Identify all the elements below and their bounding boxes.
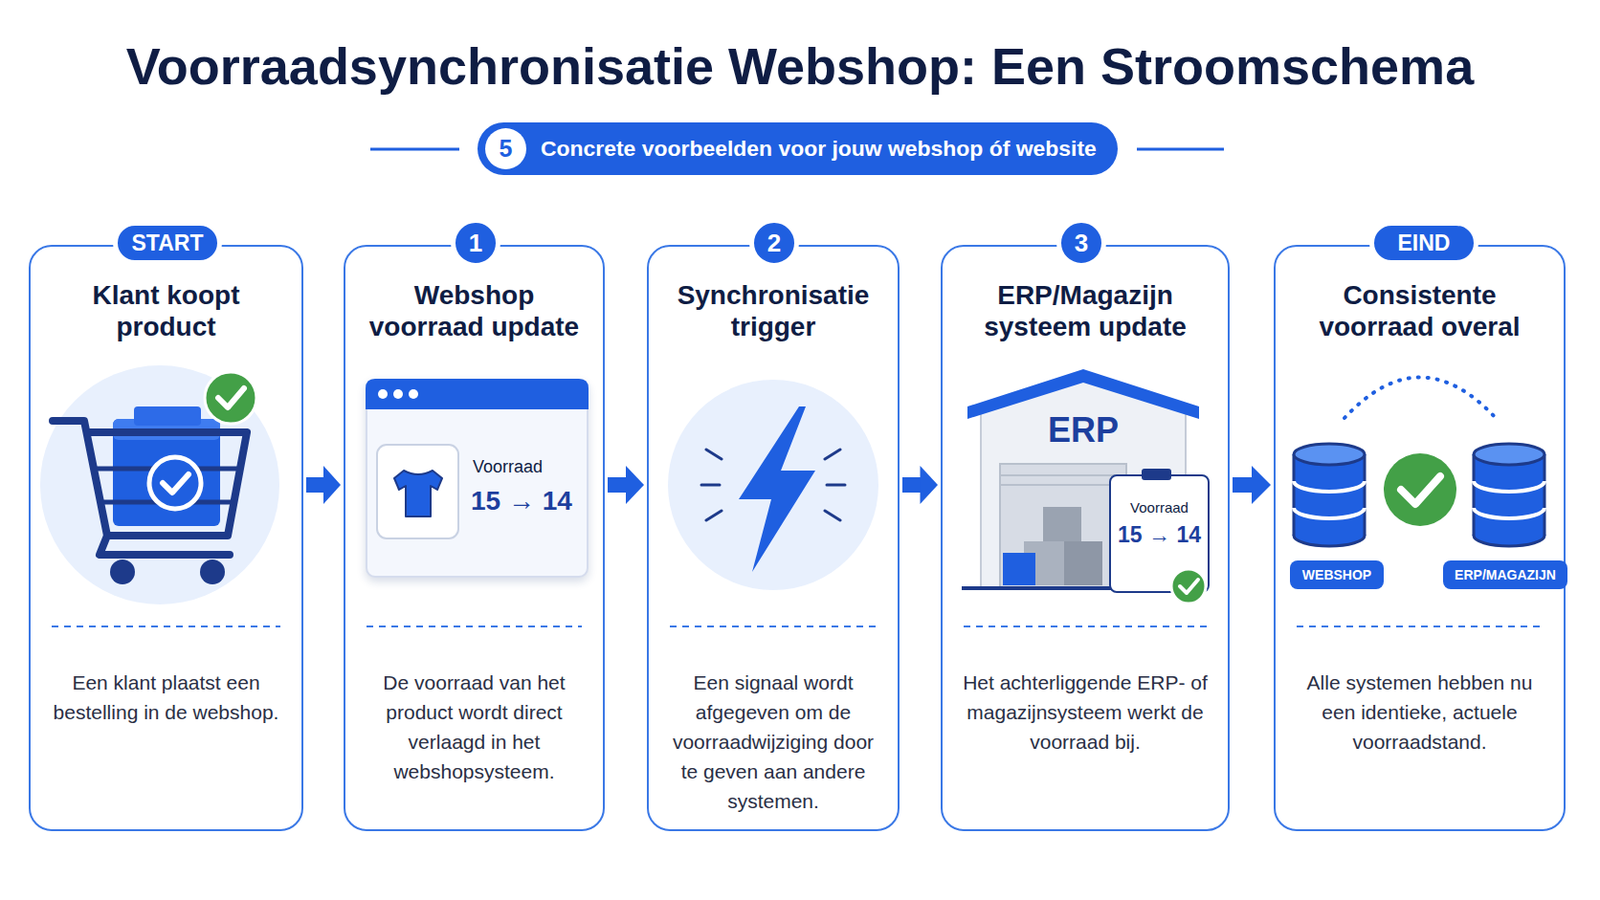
title: Voorraadsynchronisatie Webshop: Een Stro…	[0, 36, 1600, 96]
step-description: De voorraad van het product wordt direct…	[362, 667, 586, 787]
flow-arrow	[306, 466, 341, 505]
badge-text: 3	[1074, 228, 1089, 259]
rule-line	[370, 148, 460, 152]
flow-arrow	[1232, 466, 1271, 505]
system-tag-text: WEBSHOP	[1302, 567, 1372, 583]
step-number: 3	[1058, 220, 1105, 267]
step-card: Klant koopt productEen klant plaatst een…	[28, 244, 304, 832]
step-card: Synchronisatie triggerEen signaal wordt …	[646, 244, 900, 832]
stock-label: Voorraad	[1111, 499, 1208, 516]
subtitle-text: Concrete voorbeelden voor jouw webshop ó…	[540, 135, 1097, 162]
step-heading: Klant koopt product	[44, 279, 289, 343]
step-number: 1	[452, 220, 499, 267]
badge-text: 1	[468, 228, 483, 259]
rule-line	[1136, 148, 1224, 152]
step-card: Webshop voorraad update De voorraad van h…	[343, 244, 605, 832]
step-heading: Webshop voorraad update	[358, 279, 590, 343]
building-label: ERP	[987, 410, 1179, 451]
count-circle: 5	[485, 128, 527, 170]
stock-label: Voorraad	[472, 457, 543, 478]
step-number: 2	[751, 220, 798, 267]
cart-icon	[40, 365, 280, 605]
system-tag: ERP/MAGAZIJN	[1443, 560, 1568, 590]
stock-value: 15 → 14	[470, 486, 573, 517]
step-heading: Consistente voorraad overal	[1288, 279, 1551, 343]
database-icons	[1293, 377, 1545, 548]
subtitle-pill: Concrete voorbeelden voor jouw webshop ó…	[477, 122, 1118, 176]
step-description: Een signaal wordt afgegeven om de voorra…	[666, 667, 881, 817]
lightning-icon	[667, 379, 879, 591]
count-number: 5	[499, 134, 513, 163]
step-badge: START	[114, 222, 221, 264]
database-cylinder	[1293, 444, 1365, 547]
step-card: ERP/Magazijn systeem updateHet achterlig…	[940, 244, 1230, 832]
flow-arrow	[902, 466, 938, 505]
clipboard: Voorraad 15 → 14	[1109, 474, 1210, 594]
step-card: Consistente voorraad overalAlle systemen…	[1273, 244, 1566, 832]
step-description: Alle systemen hebben nu een identieke, a…	[1292, 667, 1547, 757]
step-heading: ERP/Magazijn systeem update	[955, 279, 1215, 343]
badge-text: EIND	[1398, 230, 1451, 257]
step-description: Het achterliggende ERP- of magazijnsyste…	[959, 667, 1211, 757]
system-tag-text: ERP/MAGAZIJN	[1454, 567, 1556, 583]
badge-text: 2	[767, 228, 781, 259]
database-cylinder	[1473, 444, 1545, 547]
step-badge: EIND	[1371, 222, 1477, 264]
browser-window: Voorraad 15 → 14	[365, 378, 589, 578]
step-description: Een klant plaatst een bestelling in de w…	[47, 667, 285, 728]
browser-graphic	[365, 378, 589, 578]
system-tag: WEBSHOP	[1289, 560, 1384, 590]
divider-lines	[51, 626, 1543, 628]
step-heading: Synchronisatie trigger	[662, 279, 885, 343]
badge-text: START	[132, 230, 204, 257]
stock-value: 15 → 14	[1111, 522, 1208, 549]
flow-arrow	[607, 466, 645, 505]
